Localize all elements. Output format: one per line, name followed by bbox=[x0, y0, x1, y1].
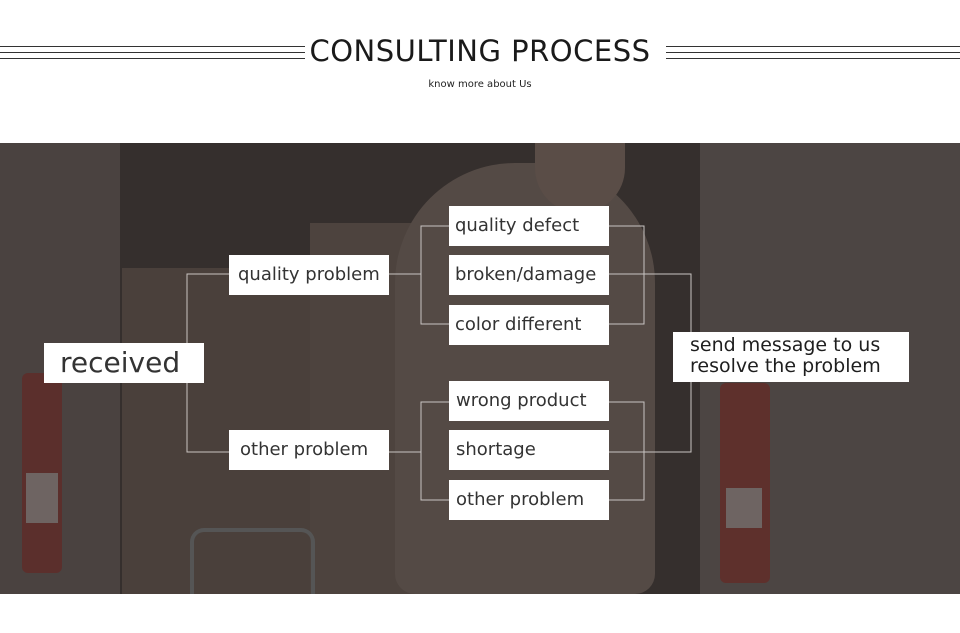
item-wrong-product: wrong product bbox=[449, 381, 609, 421]
result-line-1: send message to us bbox=[690, 334, 881, 356]
item-quality-defect: quality defect bbox=[449, 206, 609, 246]
van-left-taillight-lens bbox=[26, 473, 58, 523]
branch-quality-problem: quality problem bbox=[229, 255, 389, 295]
hand-truck bbox=[190, 528, 315, 594]
title-rule-right-bottom bbox=[666, 58, 960, 59]
worker-head bbox=[535, 143, 625, 213]
result-node: send message to us resolve the problem bbox=[673, 332, 909, 382]
title-rule-left-bottom bbox=[0, 58, 305, 59]
connector-quality-items-out bbox=[609, 225, 645, 325]
item-color-different: color different bbox=[449, 305, 609, 345]
item-broken-damage: broken/damage bbox=[449, 255, 609, 295]
title-rule-right-mid bbox=[666, 52, 960, 53]
header: CONSULTING PROCESS know more about Us bbox=[0, 0, 960, 143]
connector-other-items-out bbox=[609, 401, 645, 501]
item-other-problem: other problem bbox=[449, 480, 609, 520]
result-line-2: resolve the problem bbox=[690, 355, 881, 377]
start-node: received bbox=[44, 343, 204, 383]
van-right-taillight bbox=[720, 383, 770, 583]
title-rule-left-top bbox=[0, 46, 305, 47]
title-rule-left-mid bbox=[0, 52, 305, 53]
page-title: CONSULTING PROCESS bbox=[309, 34, 651, 68]
connector-quality-items-in bbox=[420, 225, 449, 325]
title-rule-right-top bbox=[666, 46, 960, 47]
branch-other-problem: other problem bbox=[229, 430, 389, 470]
page-subtitle: know more about Us bbox=[428, 79, 532, 90]
footer-band bbox=[0, 594, 960, 633]
item-shortage: shortage bbox=[449, 430, 609, 470]
connector-other-items-in bbox=[420, 401, 449, 501]
van-right-taillight-lens bbox=[726, 488, 762, 528]
